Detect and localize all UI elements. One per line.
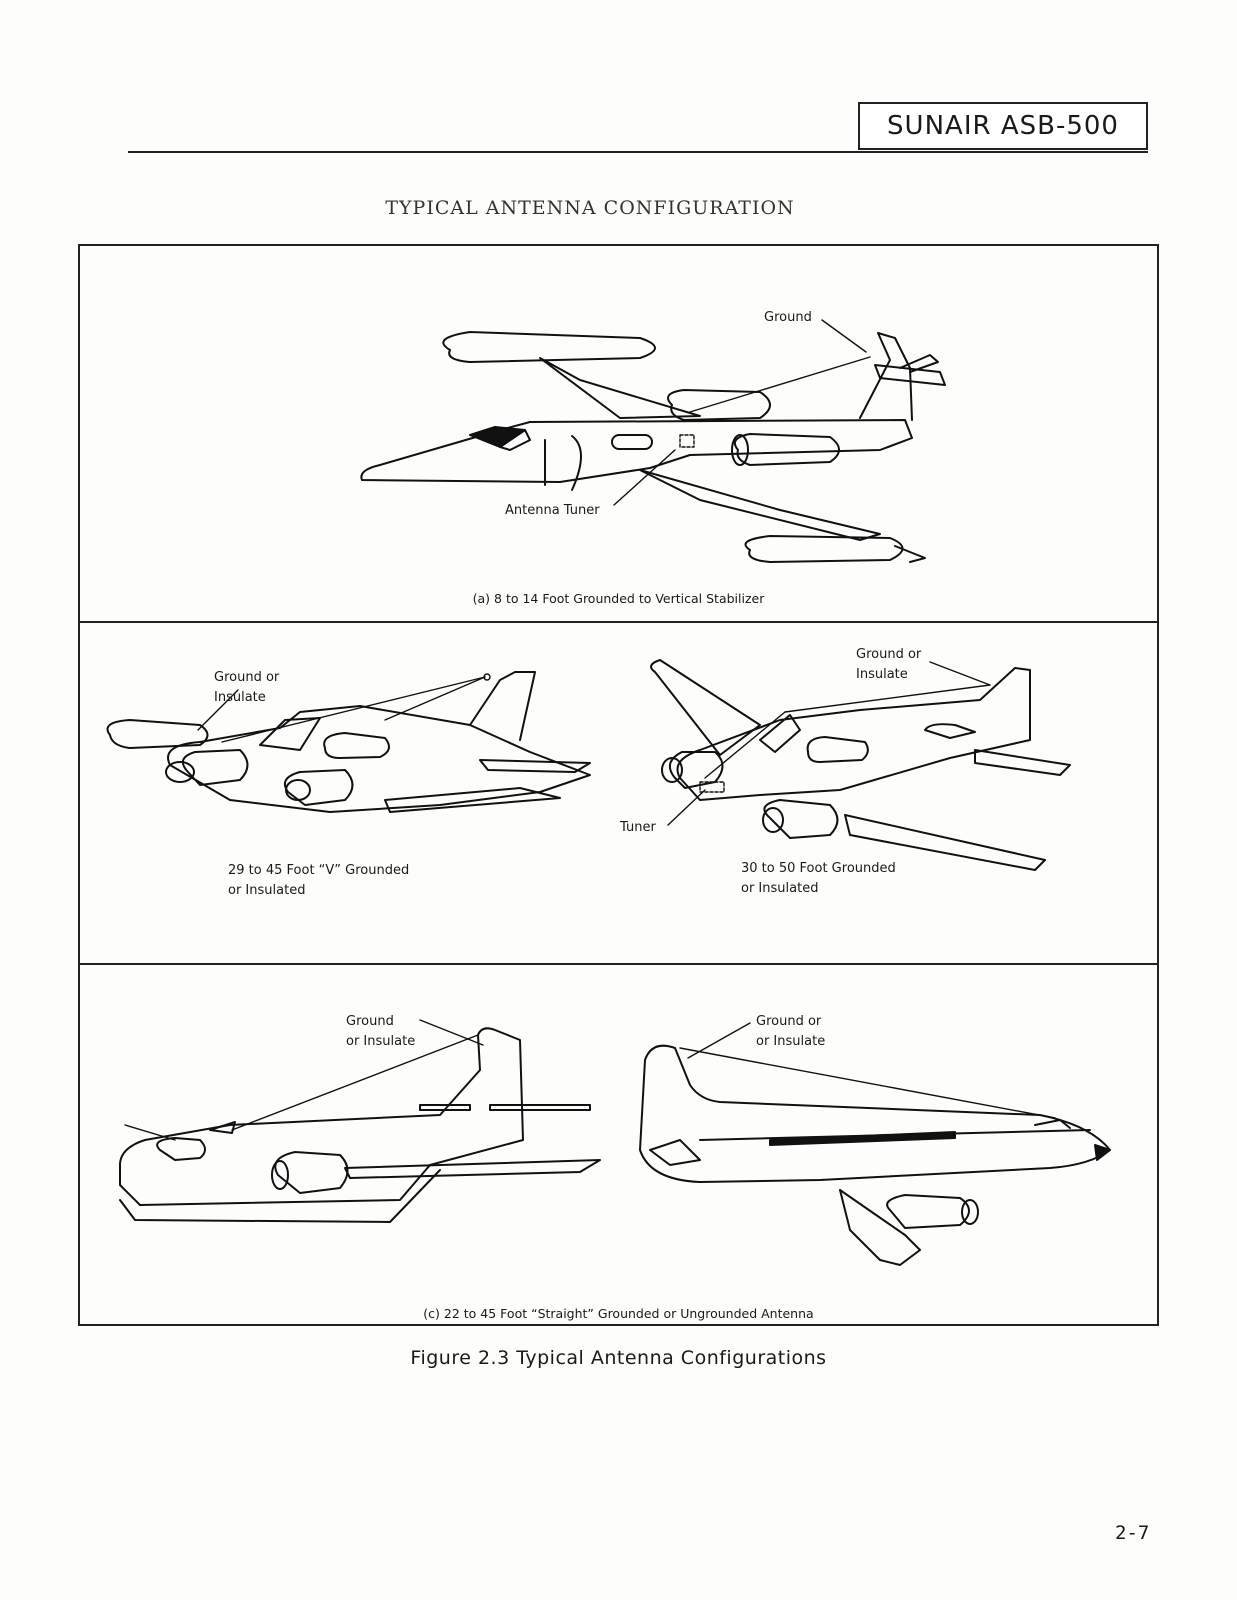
model-header-box: SUNAIR ASB-500 (858, 102, 1148, 150)
page-title: TYPICAL ANTENNA CONFIGURATION (385, 197, 795, 219)
page-number: 2-7 (1115, 1522, 1150, 1544)
panel-b-tuner-label: Tuner (620, 820, 656, 835)
panel-b-right-caption: 30 to 50 Foot Grounded or Insulated (741, 861, 896, 896)
panel-c-right-callout: Ground or or Insulate (756, 1014, 826, 1049)
panel-b-left-caption: 29 to 45 Foot “V” Grounded or Insulated (228, 863, 410, 898)
panel-divider-a (78, 621, 1159, 623)
figure-caption: Figure 2.3 Typical Antenna Configuration… (410, 1347, 827, 1369)
ground-label: Ground (764, 310, 812, 325)
panel-c-caption: (c) 22 to 45 Foot “Straight” Grounded or… (423, 1306, 814, 1321)
panel-divider-b (78, 963, 1159, 965)
header-rule (128, 151, 1148, 153)
figure-frame (78, 244, 1159, 1326)
panel-c-left-callout: Ground or Insulate (346, 1014, 416, 1049)
antenna-tuner-label: Antenna Tuner (505, 503, 600, 518)
panel-b-left-callout: Ground or Insulate (214, 670, 280, 705)
panel-b-right-callout: Ground or Insulate (856, 647, 922, 682)
panel-a-caption: (a) 8 to 14 Foot Grounded to Vertical St… (472, 591, 765, 606)
